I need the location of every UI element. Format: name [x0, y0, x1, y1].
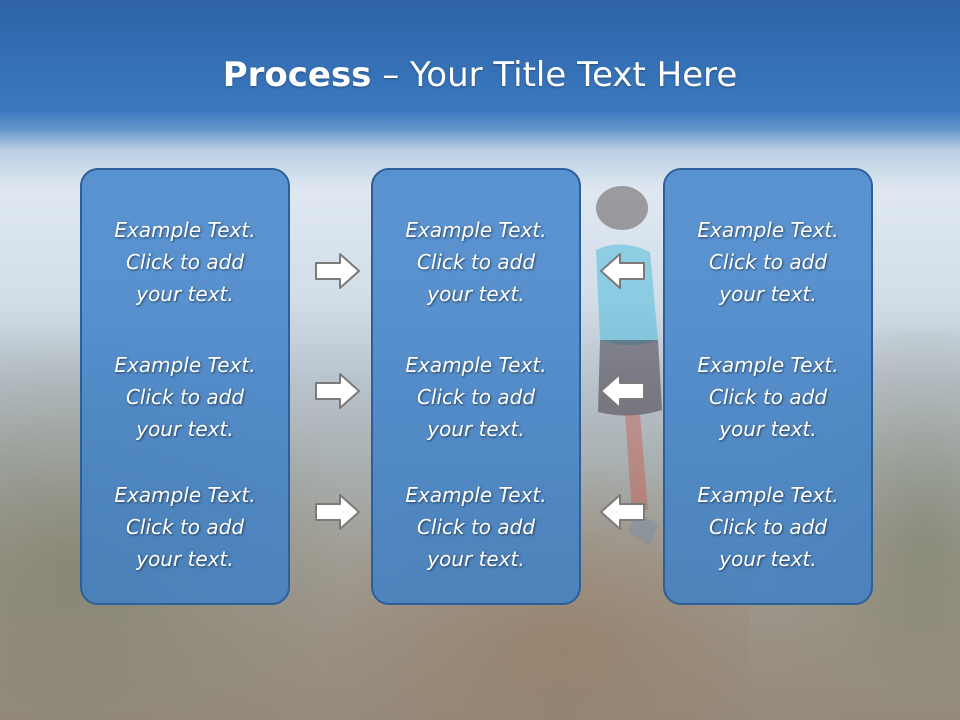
box-text[interactable]: Example Text. Click to add your text. — [697, 483, 839, 571]
title-rest: – Your Title Text Here — [371, 55, 738, 95]
right-arrow-icon — [315, 253, 360, 289]
slide-title[interactable]: Process – Your Title Text Here — [0, 52, 960, 98]
box-text[interactable]: Example Text. Click to add your text. — [405, 353, 547, 441]
box-text[interactable]: Example Text. Click to add your text. — [114, 483, 256, 571]
process-box-middle[interactable]: Example Text. Click to add your text. Ex… — [371, 168, 581, 605]
left-arrow-icon — [600, 373, 645, 409]
left-arrow-icon — [600, 253, 645, 289]
left-arrow-icon — [600, 494, 645, 530]
right-arrow-icon — [315, 494, 360, 530]
process-box-right[interactable]: Example Text. Click to add your text. Ex… — [663, 168, 873, 605]
box-text[interactable]: Example Text. Click to add your text. — [697, 218, 839, 306]
box-text[interactable]: Example Text. Click to add your text. — [405, 483, 547, 571]
box-text[interactable]: Example Text. Click to add your text. — [405, 218, 547, 306]
process-box-left[interactable]: Example Text. Click to add your text. Ex… — [80, 168, 290, 605]
box-text[interactable]: Example Text. Click to add your text. — [114, 353, 256, 441]
box-text[interactable]: Example Text. Click to add your text. — [114, 218, 256, 306]
right-arrow-icon — [315, 373, 360, 409]
box-text[interactable]: Example Text. Click to add your text. — [697, 353, 839, 441]
title-bold: Process — [222, 55, 372, 95]
